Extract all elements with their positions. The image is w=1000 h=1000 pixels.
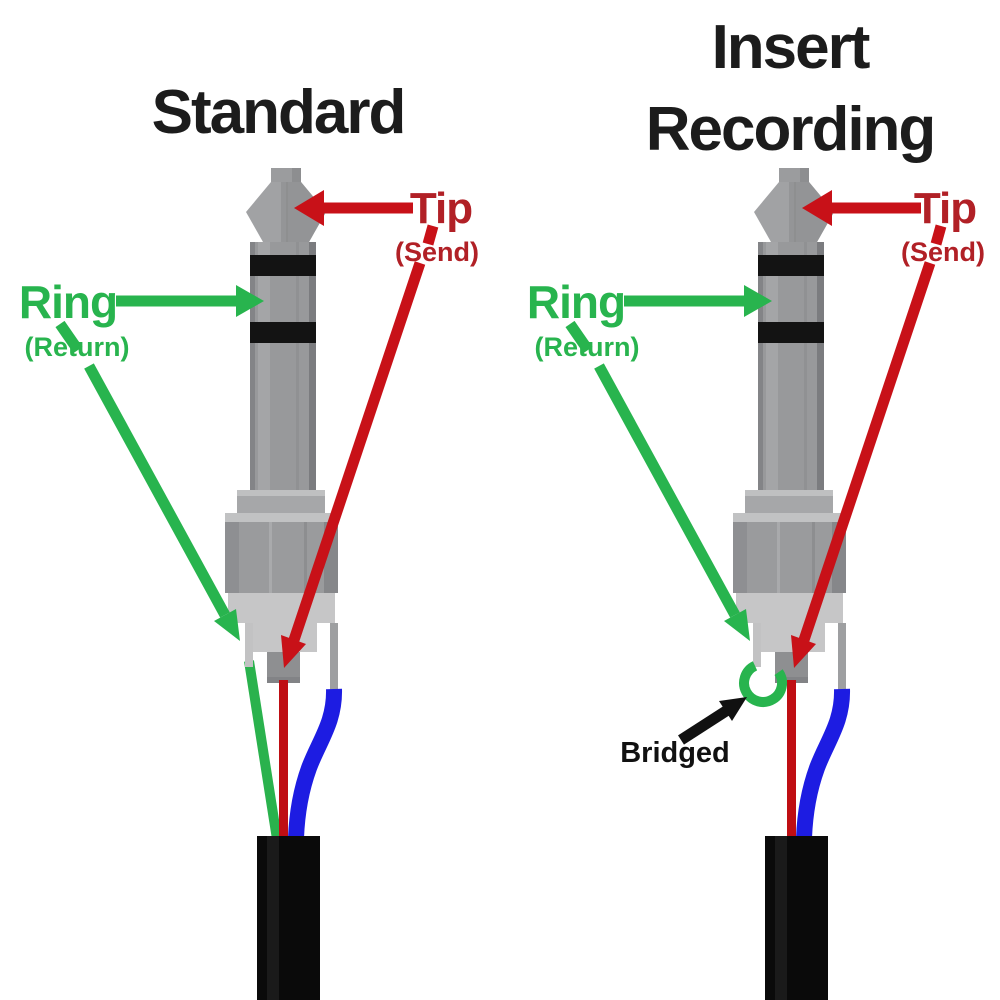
tip-sublabel: (Send) [395,237,479,267]
ring-sublabel: (Return) [25,332,130,362]
ring-leader-line [594,363,740,618]
bridged-arrowhead-icon [719,697,747,721]
tip-leader-upper [930,224,947,246]
bridged-arrow-shaft [678,706,729,745]
ring-arrowhead-icon [236,285,264,317]
return-wire-green [244,660,282,840]
ring-arrowhead-icon [744,285,772,317]
bridged-label: Bridged [620,737,730,769]
ring-leader-upper [565,320,593,354]
ring-leader-arrowhead-icon [724,609,750,641]
ring-sublabel: (Return) [535,332,640,362]
standard-diagram: Standard Tip (Send) Ring (Return) [19,78,479,1000]
tip-arrowhead-icon [802,190,832,226]
ring-leader-line [84,363,230,618]
tip-sublabel: (Send) [901,237,985,267]
ring-label: Ring [19,276,117,328]
tip-leader-line [798,261,936,642]
tip-arrowhead-icon [294,190,324,226]
tip-label: Tip [410,184,472,233]
tip-leader-line [288,261,426,642]
tip-label: Tip [914,184,976,233]
insert-title-line2: Recording [646,95,935,164]
ring-leader-arrowhead-icon [214,609,240,641]
tip-leader-arrowhead-icon [281,635,306,668]
ring-label: Ring [527,276,625,328]
ring-leader-upper [55,320,83,354]
standard-title: Standard [152,78,405,147]
tip-leader-upper [422,224,439,246]
insert-recording-diagram: Insert Recording Tip (Send) Ring (Return… [527,13,985,1000]
insert-title-line1: Insert [712,13,870,82]
bridge-loop-green [739,661,788,707]
tip-leader-arrowhead-icon [791,635,816,668]
